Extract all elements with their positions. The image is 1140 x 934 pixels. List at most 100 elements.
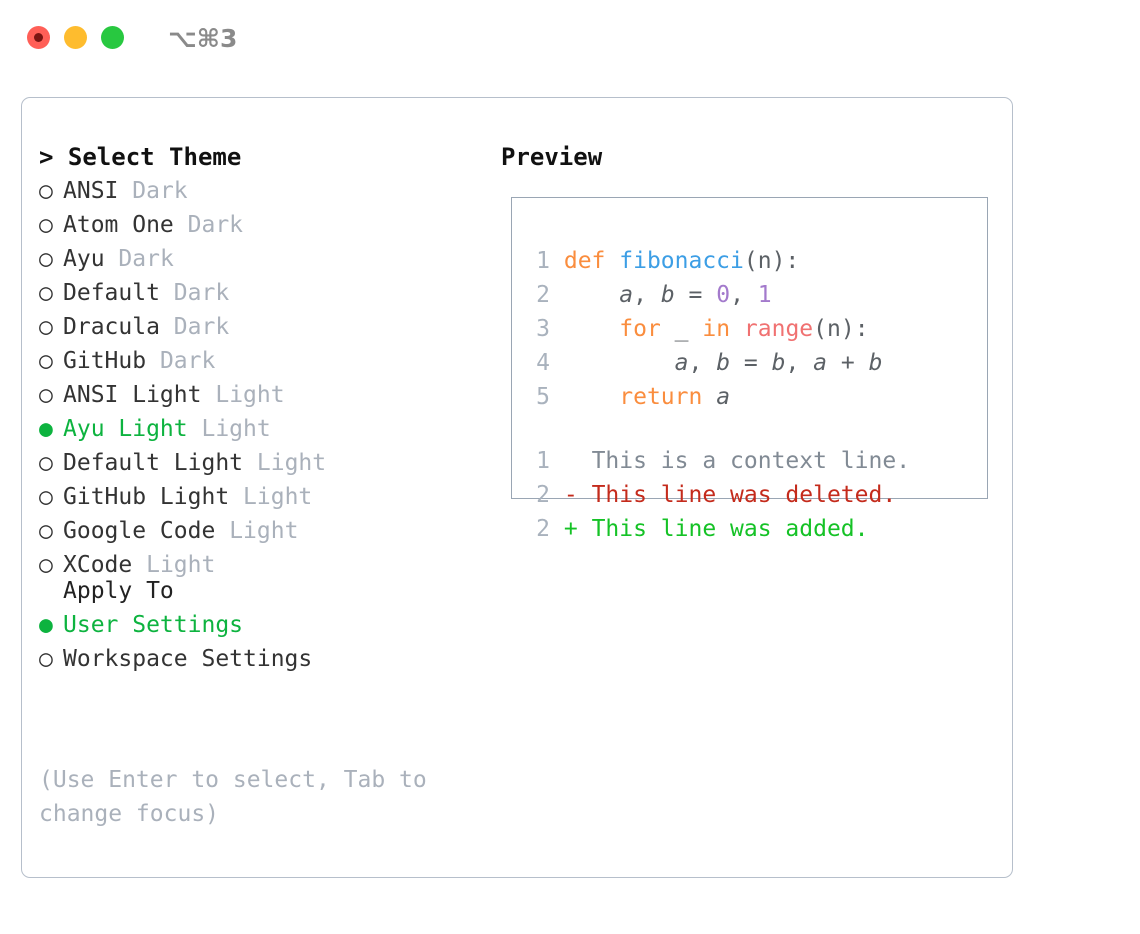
code-token: b [660,282,675,308]
diff-line: 2 + This line was added. [526,512,983,546]
diff-line: 2 - This line was deleted. [526,478,983,512]
theme-list-item[interactable]: ○Google Code Light [39,514,489,548]
diff-line-number: 2 [536,516,550,542]
code-gutter-gap [550,282,564,308]
theme-item-category [118,178,132,204]
apply-to-section: Apply To ●User Settings○Workspace Settin… [39,574,489,676]
code-gutter-gap [550,350,564,376]
code-token: b [771,350,786,376]
select-theme-header: > Select Theme [39,143,242,171]
theme-item-label: Atom One [63,212,174,238]
theme-item-category-label: Dark [187,212,244,238]
close-button-icon[interactable] [27,26,50,49]
code-token: , [785,350,814,376]
code-line-number: 4 [536,350,550,376]
main-panel: > Select Theme ○ANSI Dark○Atom One Dark○… [21,97,1013,878]
radio-unselected-icon[interactable]: ○ [39,280,53,306]
code-line-number: 5 [536,384,550,410]
radio-selected-icon[interactable]: ● [39,612,53,638]
code-token: = [730,350,772,376]
theme-item-label: Ayu Light [63,416,188,442]
code-token: = [674,282,717,308]
code-token [564,282,619,308]
apply-to-item[interactable]: ○Workspace Settings [39,642,489,676]
code-token: a [813,350,828,376]
code-line-number: 3 [536,316,550,342]
radio-unselected-icon[interactable]: ○ [39,646,53,672]
code-token: (n): [813,316,869,342]
theme-selector-column: > Select Theme ○ANSI Dark○Atom One Dark○… [39,140,489,582]
minimize-button-icon[interactable] [64,26,87,49]
radio-unselected-icon[interactable]: ○ [39,382,53,408]
theme-item-label: Google Code [63,518,216,544]
diff-gutter-gap [550,516,564,542]
code-token [564,384,619,410]
code-line: 2 a, b = 0, 1 [526,278,983,312]
code-gutter-gap [550,248,564,274]
preview-column: Preview 1 def fibonacci(n):2 a, b = 0, 1… [501,140,1001,542]
theme-item-category-label: Dark [118,246,174,272]
theme-list-item[interactable]: ○ Dracula Dark [39,310,489,344]
record-dot-icon [34,33,43,42]
diff-text: This line was deleted. [591,482,897,508]
theme-list-item[interactable]: ○GitHub Dark [39,344,489,378]
code-token: range [743,316,814,342]
code-token: return [619,384,703,410]
theme-item-label: ANSI [63,178,119,204]
theme-list-item[interactable]: ○Default Dark [39,276,489,310]
code-token: in [702,316,731,342]
theme-list-item[interactable]: ○ANSI Dark [39,174,489,208]
radio-unselected-icon[interactable]: ○ [39,518,53,544]
apply-to-item[interactable]: ●User Settings [39,608,489,642]
theme-item-category-label: Light [256,450,327,476]
theme-item-category [160,280,174,306]
diff-text: This is a context line. [591,448,911,474]
diff-preview-area: 1 This is a context line.2 - This line w… [526,444,983,546]
theme-list-item[interactable]: ● Ayu Light Light [39,412,489,446]
code-token: b [716,350,731,376]
theme-item-category-label: Light [201,416,271,442]
radio-unselected-icon[interactable]: ○ [39,178,53,204]
theme-list-item[interactable]: ○GitHub Light Light [39,480,489,514]
code-line-number: 1 [536,248,550,274]
theme-item-category [160,314,174,340]
diff-marker [564,448,592,474]
theme-list-item[interactable]: ○ Atom One Dark [39,208,489,242]
theme-list-item[interactable]: ○Ayu Dark [39,242,489,276]
radio-unselected-icon[interactable]: ○ [39,212,53,238]
code-gutter-gap [550,384,564,410]
radio-unselected-icon[interactable]: ○ [39,484,53,510]
radio-unselected-icon[interactable]: ○ [39,246,53,272]
theme-item-category [146,348,160,374]
diff-marker: + [563,516,592,542]
code-token: a [674,350,689,376]
radio-unselected-icon[interactable]: ○ [39,314,53,340]
theme-item-category-label: Dark [173,314,230,340]
radio-unselected-icon[interactable]: ○ [39,348,53,374]
theme-list-item[interactable]: ○ANSI Light Light [39,378,489,412]
radio-unselected-icon[interactable]: ○ [39,552,53,578]
apply-to-header: Apply To [63,578,174,604]
theme-item-category [188,416,202,442]
apply-to-list: ●User Settings○Workspace Settings [39,608,489,676]
diff-line-number: 2 [536,482,550,508]
radio-selected-icon[interactable]: ● [39,416,53,442]
code-token [702,384,716,410]
traffic-lights [27,26,124,49]
radio-unselected-icon[interactable]: ○ [39,450,53,476]
theme-item-label: Dracula [63,314,160,340]
code-token: fibonacci [619,248,744,274]
theme-list-item[interactable]: ○XCode Light [39,548,489,582]
theme-list-item[interactable]: ○Default Light Light [39,446,489,480]
theme-item-category-label: Light [243,484,313,510]
maximize-button-icon[interactable] [101,26,124,49]
theme-item-label: XCode [63,552,133,578]
diff-marker: - [563,482,592,508]
keyboard-shortcut-label: ⌥⌘3 [168,24,238,53]
diff-gutter-gap [550,482,564,508]
preview-title: Preview [501,143,603,171]
code-token [564,316,619,342]
code-token: , [688,350,717,376]
code-token: 1 [757,282,772,308]
